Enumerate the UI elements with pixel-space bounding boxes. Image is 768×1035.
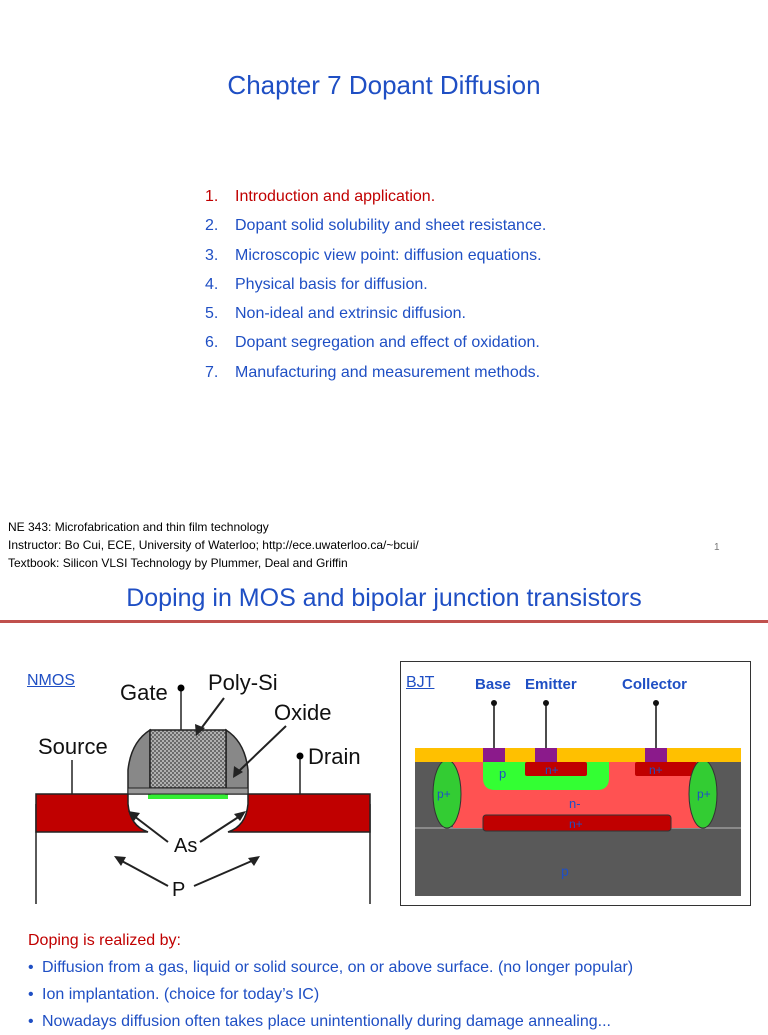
list-item: •Ion implantation. (choice for today’s I… — [28, 986, 320, 1003]
slide-1: Chapter 7 Dopant Diffusion 1.Introductio… — [8, 70, 720, 572]
oxide-arrow — [237, 725, 287, 773]
p-plus-right-text: p+ — [697, 787, 711, 801]
toc-item: 2.Dopant solid solubility and sheet resi… — [205, 217, 547, 235]
oxide-text: Oxide — [274, 700, 331, 725]
gate-oxide — [127, 787, 249, 795]
toc-item: 1.Introduction and application. — [205, 188, 436, 205]
gate-terminal — [177, 684, 185, 692]
list-item: •Diffusion from a gas, liquid or solid s… — [28, 959, 634, 976]
as-arrowhead-right — [234, 811, 246, 821]
emitter-terminal — [543, 700, 549, 706]
nmos-diagram: Gate Poly-Si Oxide Source Drain As P — [35, 670, 371, 904]
p-text: P — [172, 879, 185, 901]
oxide-spacer-left — [127, 728, 151, 795]
p-substrate-text: p — [561, 863, 569, 879]
source-n-region — [35, 793, 149, 833]
p-arrowhead-right — [248, 856, 260, 866]
base-terminal — [491, 700, 497, 706]
base-label: Base — [475, 676, 511, 693]
n-plus-buried-text: n+ — [569, 817, 583, 831]
n-plus-collector — [635, 762, 697, 776]
slide-2: Doping in MOS and bipolar junction trans… — [0, 584, 768, 1030]
p-arrow-right — [193, 859, 255, 887]
footer-instructor: Instructor: Bo Cui, ECE, University of W… — [8, 538, 419, 552]
as-text: As — [174, 835, 197, 857]
toc-item: 3.Microscopic view point: diffusion equa… — [205, 246, 542, 264]
slide-title: Chapter 7 Dopant Diffusion — [227, 70, 541, 100]
gate-text: Gate — [120, 680, 168, 705]
bullets-lead: Doping is realized by: — [28, 932, 181, 949]
emitter-contact — [535, 748, 557, 762]
drain-terminal — [296, 752, 304, 760]
drain-text: Drain — [308, 744, 361, 769]
polysi-arrow — [199, 697, 225, 731]
as-arrowhead-left — [128, 811, 140, 821]
source-text: Source — [38, 734, 108, 759]
list-item: •Nowadays diffusion often takes place un… — [28, 1013, 611, 1030]
p-plus-left-text: p+ — [437, 787, 451, 801]
p-arrow-left — [119, 859, 169, 887]
collector-terminal — [653, 700, 659, 706]
toc-item: 5.Non-ideal and extrinsic diffusion. — [205, 305, 466, 323]
as-arrow-left — [133, 815, 169, 843]
p-arrowhead-left — [114, 856, 126, 866]
base-contact — [483, 748, 505, 762]
n-plus-collector-text: n+ — [649, 763, 663, 777]
collector-label: Collector — [622, 676, 688, 693]
bjt-label: BJT — [406, 674, 435, 691]
drain-n-region — [227, 793, 371, 833]
channel-region — [148, 794, 228, 799]
bjt-panel: BJT Base Emitter Collector — [400, 661, 751, 906]
polysi-text: Poly-Si — [208, 670, 278, 695]
n-plus-emitter-text: n+ — [545, 763, 559, 777]
collector-contact — [645, 748, 667, 762]
bjt-diagram: p n+ n+ p+ p+ n- n+ p — [415, 700, 741, 896]
oxide-arrowhead — [233, 766, 243, 778]
surface-oxide — [415, 748, 741, 762]
toc-item: 4.Physical basis for diffusion. — [205, 275, 428, 293]
footer-course: NE 343: Microfabrication and thin film t… — [8, 520, 269, 534]
footer-textbook: Textbook: Silicon VLSI Technology by Plu… — [8, 556, 348, 570]
toc-item: 7.Manufacturing and measurement methods. — [205, 363, 541, 381]
toc-item: 6.Dopant segregation and effect of oxida… — [205, 334, 540, 352]
doping-methods: Doping is realized by: •Diffusion from a… — [28, 927, 633, 1035]
n-plus-emitter — [525, 762, 587, 776]
n-plus-buried — [482, 814, 672, 832]
table-of-contents: 1.Introduction and application. 2.Dopant… — [205, 182, 546, 387]
p-base-text: p — [499, 766, 506, 781]
nmos-label: NMOS — [27, 672, 75, 689]
oxide-spacer-right — [225, 728, 249, 795]
emitter-label: Emitter — [525, 676, 577, 693]
n-minus-text: n- — [569, 796, 581, 811]
as-arrow-right — [199, 815, 241, 843]
title-divider — [0, 620, 768, 623]
page-number: 1 — [714, 542, 720, 553]
course-footer: NE 343: Microfabrication and thin film t… — [8, 518, 419, 572]
polysi-arrowhead — [195, 724, 205, 736]
slide-title: Doping in MOS and bipolar junction trans… — [126, 584, 642, 612]
poly-gate — [149, 729, 227, 789]
